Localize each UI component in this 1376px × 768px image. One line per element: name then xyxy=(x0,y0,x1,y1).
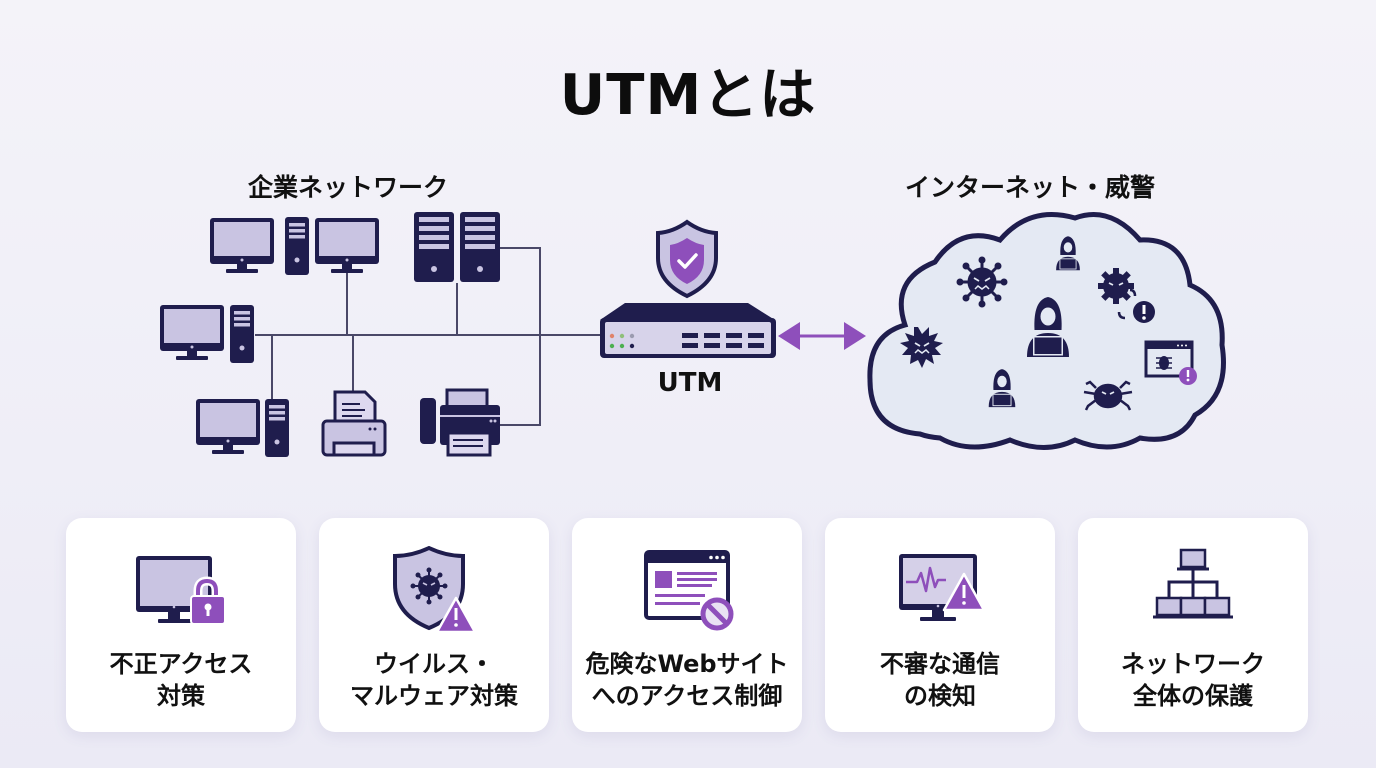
desktop-computer-2 xyxy=(315,218,379,273)
network-tree-icon xyxy=(1153,548,1233,619)
browser-block-icon xyxy=(644,550,734,631)
printer-icon xyxy=(321,390,387,457)
browser-bug-alert-icon xyxy=(1144,340,1197,385)
feature-label-line1: ネットワーク xyxy=(1121,650,1265,678)
shield-virus-warning-icon xyxy=(393,546,477,634)
feature-label-line1: 危険なWebサイト xyxy=(585,650,789,678)
feature-label-line1: 不正アクセス xyxy=(109,650,253,678)
utm-appliance-icon xyxy=(600,303,776,358)
feature-label-line2: 全体の保護 xyxy=(1133,682,1253,710)
angry-germ-icon xyxy=(900,327,943,368)
feature-label: ネットワーク 全体の保護 xyxy=(1078,648,1308,712)
corporate-network-label: 企業ネットワーク xyxy=(248,173,449,202)
feature-label-line1: 不審な通信 xyxy=(880,650,1000,678)
fax-machine-icon xyxy=(420,388,500,457)
monitor-lock-icon xyxy=(136,556,226,625)
feature-label: ウイルス・ マルウェア対策 xyxy=(319,648,549,712)
feature-card-antivirus: ウイルス・ マルウェア対策 xyxy=(319,518,549,732)
bidirectional-arrow-icon xyxy=(778,322,866,350)
page-title: UTMとは xyxy=(559,63,817,128)
internet-threats-label: インターネット・威警 xyxy=(905,173,1156,202)
feature-label: 危険なWebサイト へのアクセス制御 xyxy=(572,648,802,712)
feature-card-unauthorized-access: 不正アクセス 対策 xyxy=(66,518,296,732)
network-diagram xyxy=(160,212,1226,457)
utm-shield-check-icon xyxy=(656,219,718,299)
feature-label-line2: 対策 xyxy=(157,682,205,710)
feature-label: 不審な通信 の検知 xyxy=(825,648,1055,712)
feature-label-line2: へのアクセス制御 xyxy=(591,682,783,710)
spider-bug-icon xyxy=(1083,380,1133,411)
utm-label: UTM xyxy=(657,368,723,398)
server-rack xyxy=(414,212,500,282)
feature-card-web-filtering: 危険なWebサイト へのアクセス制御 xyxy=(572,518,802,732)
feature-card-anomaly-detection: 不審な通信 の検知 xyxy=(825,518,1055,732)
desktop-computer-1 xyxy=(210,217,309,275)
feature-label: 不正アクセス 対策 xyxy=(66,648,296,712)
feature-label-line2: マルウェア対策 xyxy=(350,682,518,710)
feature-label-line2: の検知 xyxy=(904,682,976,710)
malware-gear-alert-icon xyxy=(1098,268,1155,323)
network-cables xyxy=(255,247,600,426)
internet-cloud xyxy=(867,212,1226,450)
desktop-computer-3 xyxy=(160,305,254,363)
feature-label-line1: ウイルス・ xyxy=(374,650,494,678)
virus-icon xyxy=(956,256,1008,308)
desktop-computer-4 xyxy=(196,399,289,457)
feature-card-network-protection: ネットワーク 全体の保護 xyxy=(1078,518,1308,732)
monitor-pulse-warning-icon xyxy=(899,554,986,621)
